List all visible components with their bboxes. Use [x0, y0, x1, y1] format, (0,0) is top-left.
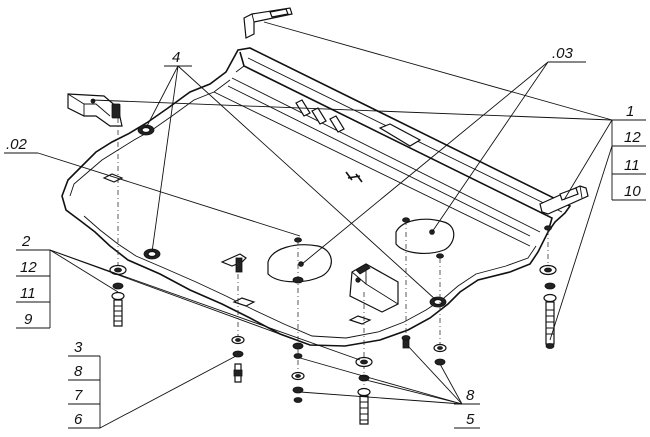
top-bracket	[243, 7, 293, 39]
fastener-stack-right-center	[401, 335, 447, 366]
callout-1: 1	[626, 103, 634, 120]
skid-plate	[61, 47, 572, 347]
fastener-axes	[117, 118, 549, 395]
callout-8: 8	[466, 387, 475, 404]
fastener-stack-center	[291, 276, 305, 403]
fastener-stack-center-left	[231, 335, 245, 383]
callout-2-9: 9	[24, 311, 33, 328]
callout-1-11: 11	[624, 157, 640, 174]
left-bracket	[67, 93, 123, 127]
callout-2-12: 12	[20, 259, 37, 276]
callout-3-6: 6	[74, 411, 83, 428]
callout-3-7: 7	[74, 387, 83, 404]
callout-02: .02	[6, 136, 28, 153]
callout-5: 5	[466, 411, 475, 428]
callout-4: 4	[172, 49, 180, 66]
callout-1-10: 10	[624, 183, 641, 200]
callout-1-12: 12	[624, 129, 641, 146]
fastener-stack-right	[539, 264, 557, 349]
callout-3-8: 8	[74, 363, 83, 380]
callout-labels: .02 .03 4 1 12 11 10 2 12 11 9 3 8 7 6 8…	[6, 45, 641, 428]
callout-2-11: 11	[20, 285, 36, 302]
callout-03: .03	[552, 45, 574, 62]
callout-3: 3	[74, 339, 83, 356]
leader-lines	[4, 21, 646, 429]
callout-2: 2	[21, 233, 31, 250]
